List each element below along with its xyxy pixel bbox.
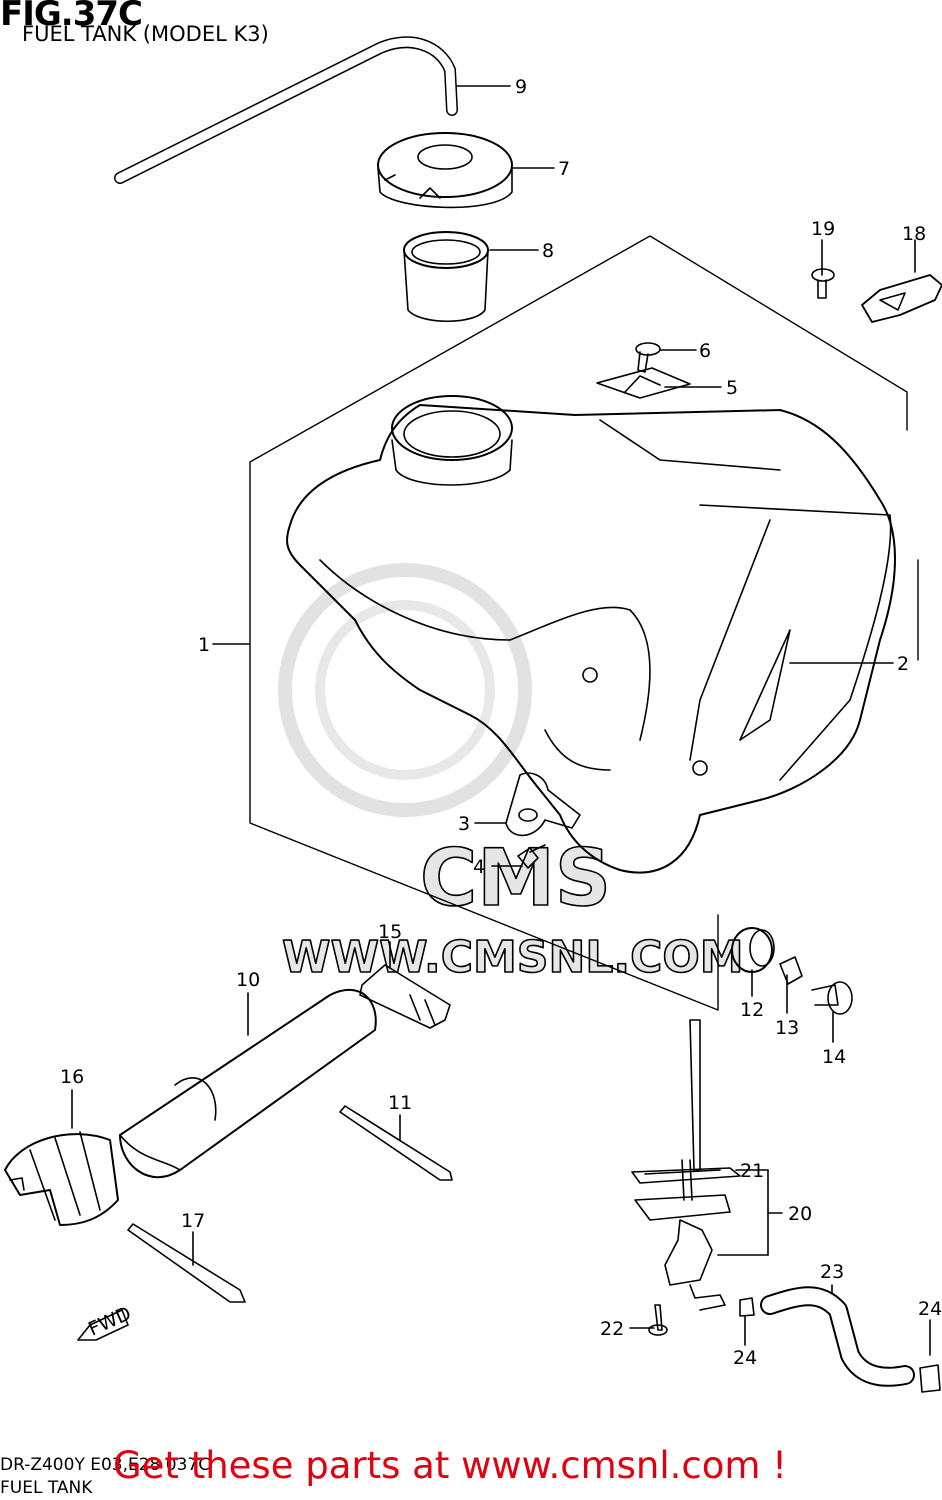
part-21-gasket: [644, 1169, 721, 1175]
callout-5: 5: [726, 377, 738, 399]
figure-title: FIG.37C: [0, 0, 143, 34]
part-3-bracket: [505, 772, 581, 837]
part-4-bolt: [517, 844, 546, 869]
callout-24-right: 24: [918, 1298, 942, 1320]
callout-4: 4: [473, 856, 485, 878]
part-18-bracket: [861, 274, 942, 323]
callout-13: 13: [775, 1017, 799, 1039]
part-19-screw: [811, 268, 835, 299]
diagram-code: DR-Z400Y E03,E28 037C: [0, 1455, 211, 1475]
callout-3: 3: [458, 813, 470, 835]
callout-8: 8: [542, 240, 554, 262]
diagram-footer-name: FUEL TANK: [0, 1478, 93, 1498]
part-22-screw: [648, 1304, 668, 1336]
part-20-fuel-cock: [631, 1019, 741, 1311]
callout-6: 6: [699, 340, 711, 362]
part-15-clip: [359, 964, 451, 1029]
callout-9: 9: [515, 76, 527, 98]
part-23-hose: [760, 1286, 915, 1387]
callout-2: 2: [897, 653, 909, 675]
callout-11: 11: [388, 1092, 412, 1114]
part-14-bolt: [811, 981, 853, 1015]
callout-labels: 1 2 3 4 5 6 7 8 9 10 11 12 13 14 15 16 1…: [60, 76, 942, 1369]
part-17-band: [127, 1223, 246, 1303]
part-8-cap-gasket: [403, 231, 489, 323]
callout-21: 21: [740, 1160, 764, 1182]
callout-15: 15: [378, 921, 402, 943]
part-7-fuel-cap: [377, 132, 513, 209]
watermark-logo: CMS: [420, 834, 611, 924]
part-10-cushion: [119, 989, 377, 1179]
callout-7: 7: [558, 158, 570, 180]
part-5-bracket: [596, 367, 691, 399]
callout-24-left: 24: [733, 1347, 757, 1369]
callout-20: 20: [788, 1203, 812, 1225]
callout-23: 23: [820, 1261, 844, 1283]
callout-16: 16: [60, 1066, 84, 1088]
figure-subtitle: FUEL TANK (MODEL K3): [22, 22, 269, 46]
callout-12: 12: [740, 999, 764, 1021]
watermark: CMS WWW.CMSNL.COM: [278, 563, 744, 984]
part-13-collar: [779, 956, 803, 985]
fuel-tank: [286, 395, 896, 874]
callout-19: 19: [811, 218, 835, 240]
callout-10: 10: [236, 969, 260, 991]
forward-direction-arrow: FWD: [77, 1302, 135, 1341]
part-24-clamp-right: [919, 1364, 941, 1393]
callout-1: 1: [198, 634, 210, 656]
watermark-url: WWW.CMSNL.COM: [282, 932, 744, 983]
callout-18: 18: [902, 223, 926, 245]
callout-14: 14: [822, 1046, 846, 1068]
part-16-cushion: [4, 1131, 119, 1226]
part-11-band: [339, 1105, 453, 1181]
tank-outline-box: [249, 235, 919, 1011]
callout-22: 22: [600, 1318, 624, 1340]
part-6-bolt: [635, 342, 661, 373]
part-24-clamp-left: [739, 1297, 755, 1317]
promo-link[interactable]: Get these parts at www.cmsnl.com !: [113, 1444, 788, 1487]
fwd-label: FWD: [85, 1302, 134, 1340]
part-9-breather-hose: [114, 36, 458, 184]
part-12-grommet: [731, 927, 775, 973]
callout-17: 17: [181, 1210, 205, 1232]
